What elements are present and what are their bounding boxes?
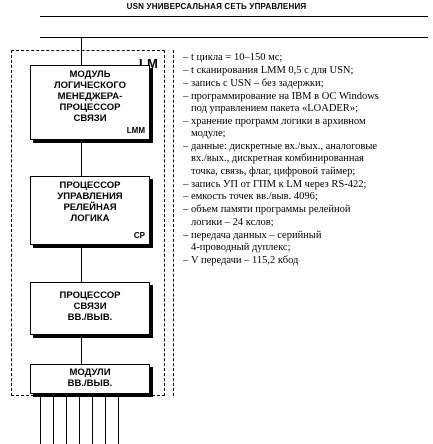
connector-1: [81, 143, 82, 176]
spec-item: данные: дискретные вх./вых., аналоговые …: [183, 141, 431, 178]
bus-connector: [81, 37, 82, 65]
spec-list: t цикла = 10–150 мс; t сканирования LMM …: [183, 52, 431, 268]
lm-frame: [11, 50, 165, 396]
spec-bracket: [173, 50, 174, 396]
module-io-comm-processor: ПРОЦЕССОР СВЯЗИ ВВ./ВЫВ.: [30, 282, 150, 335]
io-line: [105, 397, 106, 444]
connector-3: [81, 338, 82, 364]
io-line: [79, 397, 80, 444]
spec-item: запись с USN – без задержки;: [183, 78, 431, 91]
module-logic-manager: МОДУЛЬ ЛОГИЧЕСКОГО МЕНЕДЖЕРА- ПРОЦЕССОР …: [30, 65, 150, 140]
spec-item: t цикла = 10–150 мс;: [183, 52, 431, 65]
spec-item: запись УП от ГПМ к LM через RS-422;: [183, 179, 431, 192]
spec-item: t сканирования LMM 0,5 с для USN;: [183, 65, 431, 78]
io-line: [118, 397, 119, 444]
io-line: [40, 397, 41, 444]
module-control-processor: ПРОЦЕССОР УПРАВЛЕНИЯ РЕЛЕЙНАЯ ЛОГИКА CP: [30, 176, 150, 245]
spec-item: объем памяти программы релейной логики –…: [183, 204, 431, 229]
module-tag: LMM: [126, 126, 145, 135]
io-line: [66, 397, 67, 444]
module-name: МОДУЛИ ВВ./ВЫВ.: [67, 367, 113, 389]
usn-bus-line-top: [40, 16, 428, 17]
spec-item: V передачи – 115,2 кбод: [183, 255, 431, 268]
network-title: USN УНИВЕРСАЛЬНАЯ СЕТЬ УПРАВЛЕНИЯ: [126, 2, 307, 11]
usn-bus-line-bottom: [40, 37, 428, 38]
module-name: ПРОЦЕССОР УПРАВЛЕНИЯ РЕЛЕЙНАЯ ЛОГИКА: [57, 180, 123, 224]
module-io-modules: МОДУЛИ ВВ./ВЫВ.: [30, 364, 150, 394]
spec-item: хранение программ логики в архивном моду…: [183, 116, 431, 141]
module-name: МОДУЛЬ ЛОГИЧЕСКОГО МЕНЕДЖЕРА- ПРОЦЕССОР …: [54, 69, 126, 124]
spec-item: программирование на IBM в ОС Windows под…: [183, 91, 431, 116]
spec-item: передача данных – серийный 4-проводный д…: [183, 230, 431, 255]
module-tag: CP: [133, 231, 145, 240]
io-line: [92, 397, 93, 444]
module-name: ПРОЦЕССОР СВЯЗИ ВВ./ВЫВ.: [59, 290, 121, 323]
io-line: [53, 397, 54, 444]
connector-2: [81, 248, 82, 282]
spec-item: емкость точек вв./выв. 4096;: [183, 191, 431, 204]
